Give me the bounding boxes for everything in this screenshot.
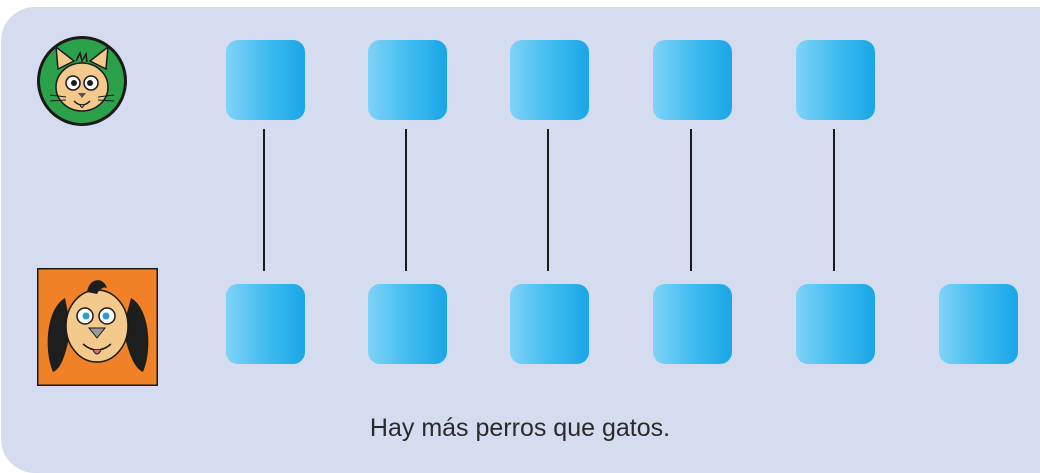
cat-square (510, 40, 589, 120)
dog-face-icon (37, 268, 158, 386)
cat-square (796, 40, 875, 120)
connector-line (547, 129, 549, 271)
connector-line (690, 129, 692, 271)
cat-square (368, 40, 447, 120)
caption-text: Hay más perros que gatos. (369, 414, 671, 442)
dog-square (796, 284, 875, 364)
cat-face-icon (37, 36, 127, 126)
dog-square (510, 284, 589, 364)
dog-square (939, 284, 1018, 364)
dog-square (653, 284, 732, 364)
cat-square (226, 40, 305, 120)
dog-square (226, 284, 305, 364)
cat-square (653, 40, 732, 120)
dog-square (368, 284, 447, 364)
connector-line (263, 129, 265, 271)
connector-line (833, 129, 835, 271)
connector-line (405, 129, 407, 271)
